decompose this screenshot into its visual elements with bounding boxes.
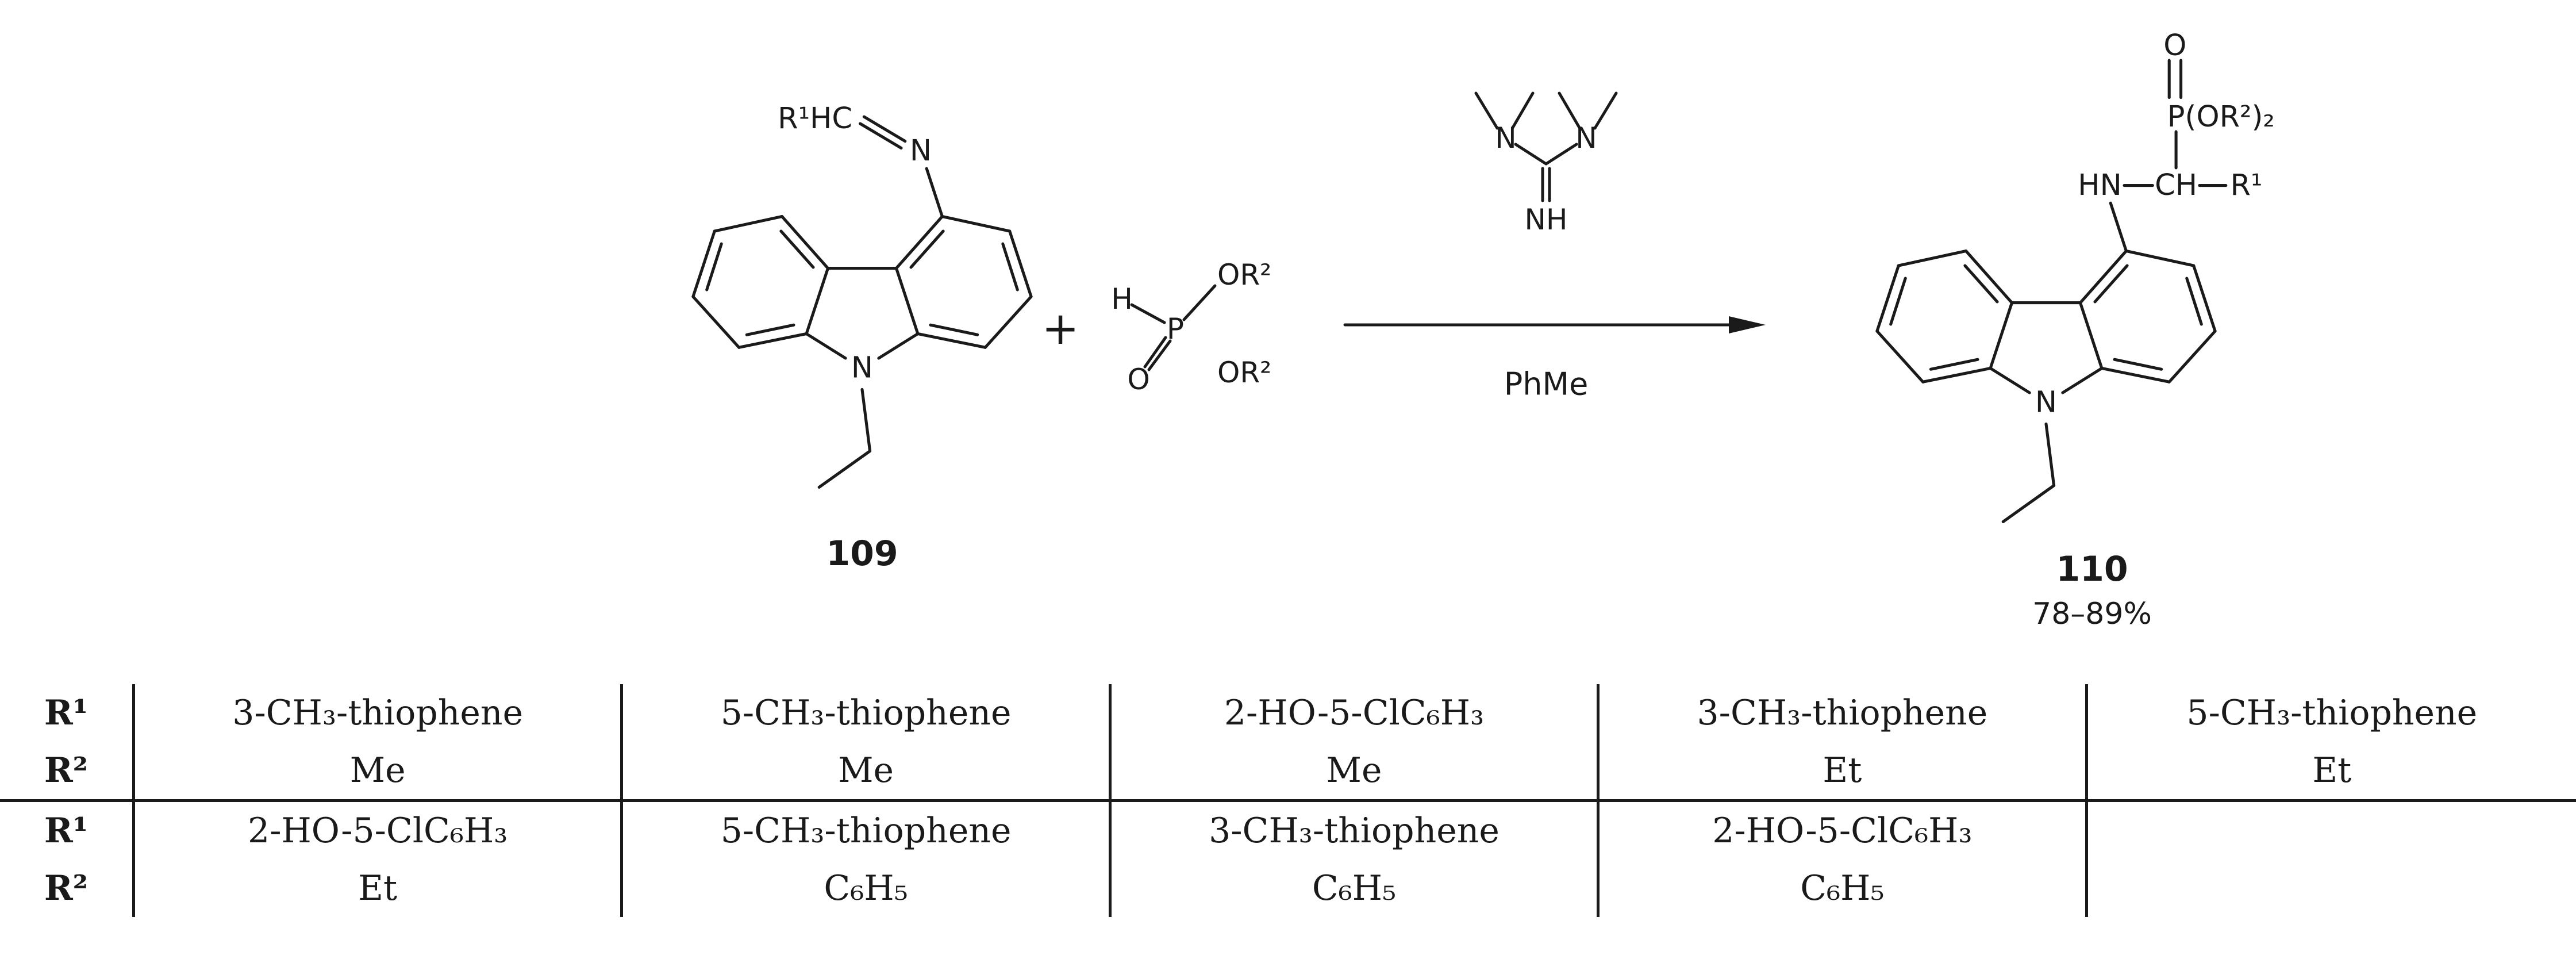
tetramethylguanidine-structure: N N NH — [1474, 91, 1618, 236]
table-cell — [2088, 802, 2576, 860]
imine-group-label: R¹HC — [778, 102, 852, 136]
row-label-r2: R² — [0, 860, 135, 917]
table-cell: 5-CH₃-thiophene — [623, 684, 1112, 742]
table-cell: 3-CH₃-thiophene — [1600, 684, 2088, 742]
methyl-bond — [1474, 91, 1499, 130]
table-cell: 5-CH₃-thiophene — [623, 802, 1112, 860]
table-cell: Me — [1112, 742, 1600, 799]
imine-nitrogen-label: N — [910, 134, 932, 168]
table-cell: Me — [135, 742, 624, 799]
bond — [1544, 143, 1578, 166]
reaction-scheme: N N R¹HC 109 + H P OR² O OR² — [0, 29, 2275, 631]
phosphite-or2-upper: OR² — [1217, 258, 1271, 292]
table-cell: C₆H₅ — [1600, 860, 2088, 917]
table-cell: Et — [135, 860, 624, 917]
methyl-bond — [1558, 91, 1581, 129]
guanidine-nh-label: NH — [1525, 203, 1568, 236]
substituent-table: R¹ 3-CH₃-thiophene 5-CH₃-thiophene 2-HO-… — [0, 684, 2576, 917]
imine-double-bond — [859, 122, 903, 150]
compound-number-110: 110 — [2056, 549, 2128, 589]
reactant-structure: N N R¹HC — [693, 102, 1031, 487]
table-cell: Et — [2312, 750, 2352, 791]
bond — [925, 167, 944, 218]
table-cell: C₆H₅ — [623, 860, 1112, 917]
table-cell: 3-CH₃-thiophene — [1112, 802, 1600, 860]
row-label-r1: R¹ — [0, 802, 135, 860]
reaction-conditions: N N NH PhMe — [1343, 91, 1766, 402]
ring-nitrogen-label: N — [851, 351, 873, 385]
solvent-label: PhMe — [1504, 366, 1589, 402]
methine-label: CH — [2155, 168, 2197, 202]
phosphite-or2-lower: OR² — [1217, 356, 1271, 389]
p-o-double-bond — [1147, 339, 1172, 371]
compound-number-109: 109 — [826, 534, 898, 574]
phosphite-hydrogen: H — [1111, 282, 1133, 316]
table-group-1: R¹ 3-CH₃-thiophene 5-CH₃-thiophene 2-HO-… — [0, 684, 2576, 799]
plus-sign: + — [1041, 303, 1079, 355]
bond — [1182, 284, 1217, 321]
table-cell: Me — [623, 742, 1112, 799]
ring-nitrogen-label: N — [2035, 386, 2057, 420]
amine-label: HN — [2078, 168, 2122, 202]
table-cell: 2-HO-5-ClC₆H₃ — [1112, 684, 1600, 742]
imine-double-bond — [862, 115, 907, 143]
r1-substituent-label: R¹ — [2231, 168, 2263, 202]
table-cell: 2-HO-5-ClC₆H₃ — [135, 802, 624, 860]
bond — [1130, 303, 1166, 324]
row-label-r1: R¹ — [0, 684, 135, 742]
phosphite-oxygen: O — [1127, 363, 1149, 396]
arrowhead — [1729, 316, 1766, 333]
bond — [2109, 201, 2128, 253]
table-group-2: R¹ 2-HO-5-ClC₆H₃ 5-CH₃-thiophene 3-CH₃-t… — [0, 799, 2576, 917]
product-structure: N HN CH R¹ P(OR²)₂ O — [1877, 29, 2275, 521]
phosphonate-group-label: P(OR²)₂ — [2167, 100, 2275, 134]
methyl-bond — [1593, 91, 1618, 130]
table-cell: 3-CH₃-thiophene — [135, 684, 624, 742]
table-cell: C₆H₅ — [1112, 860, 1600, 917]
table-cell: 5-CH₃-thiophene — [2186, 693, 2478, 733]
yield-label: 78–89% — [2032, 597, 2152, 631]
table-cell — [2088, 860, 2576, 917]
methyl-bond — [1511, 91, 1535, 129]
phosphoryl-oxygen-label: O — [2163, 29, 2186, 63]
phosphite-structure: H P OR² O OR² — [1111, 258, 1271, 396]
bond — [1514, 143, 1548, 166]
table-cell: Et — [1600, 742, 2088, 799]
table-cell: 2-HO-5-ClC₆H₃ — [1600, 802, 2088, 860]
row-label-r2: R² — [0, 742, 135, 799]
p-o-double-bond — [1143, 336, 1167, 369]
